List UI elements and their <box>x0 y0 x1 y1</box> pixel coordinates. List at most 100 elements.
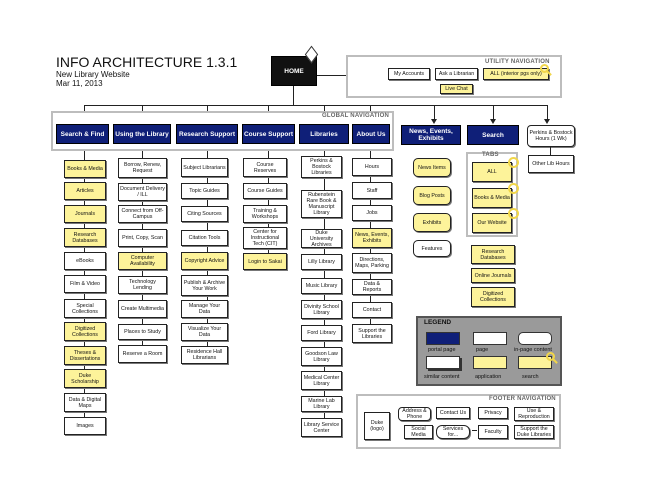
about-us-item[interactable]: Jobs <box>352 205 392 221</box>
libraries-item[interactable]: Goodson Law Library <box>301 347 342 366</box>
course-support-item[interactable]: Center for Instructional Tech (CIT) <box>243 227 287 249</box>
other-hours-box[interactable]: Other Lib Hours <box>528 155 574 173</box>
nav-libraries[interactable]: Libraries <box>299 124 349 144</box>
footer-logo[interactable]: Duke (logo) <box>364 412 390 440</box>
arrow-down-icon <box>490 119 496 124</box>
about-us-item[interactable]: Hours <box>352 158 392 176</box>
footer-navigation-panel <box>356 394 561 449</box>
using-library-item[interactable]: Places to Study <box>118 324 167 340</box>
research-support-item[interactable]: Publish & Archive Your Work <box>181 275 228 296</box>
libraries-item[interactable]: Perkins & Bostock Libraries <box>301 156 342 178</box>
home-right-line <box>317 75 346 76</box>
search-find-item[interactable]: Theses & Dissertations <box>64 346 106 365</box>
footer-item[interactable]: Address & Phone <box>398 407 431 421</box>
research-support-item[interactable]: Citation Tools <box>181 230 228 246</box>
using-library-item[interactable]: Connect from Off-Campus <box>118 205 167 223</box>
search-find-item[interactable]: Images <box>64 417 106 435</box>
search-find-item[interactable]: Articles <box>64 182 106 200</box>
hours-box[interactable]: Perkins & Bostock Hours (1 Wk) <box>527 125 575 147</box>
research-support-item[interactable]: Manage Your Data <box>181 300 228 318</box>
footer-item[interactable]: Use & Reproduction <box>514 407 554 421</box>
about-us-item[interactable]: Support the Libraries <box>352 324 392 343</box>
news-item[interactable]: News Items <box>413 158 451 177</box>
libraries-item[interactable]: Lilly Library <box>301 254 342 270</box>
libraries-item[interactable]: Marine Lab Library <box>301 396 342 412</box>
search-find-item[interactable]: Research Databases <box>64 228 106 247</box>
search-item[interactable]: Research Databases <box>471 245 515 264</box>
utility-item-live-chat[interactable]: Live Chat <box>440 84 473 94</box>
utility-item-ask-librarian[interactable]: Ask a Librarian <box>435 68 478 80</box>
about-us-item[interactable]: Staff <box>352 182 392 199</box>
search-icon <box>508 208 519 219</box>
tab-books-media[interactable]: Books & Media <box>472 188 512 208</box>
nav-research-support[interactable]: Research Support <box>176 124 238 144</box>
using-library-item[interactable]: Print, Copy, Scan <box>118 229 167 247</box>
research-support-item[interactable]: Visualize Your Data <box>181 323 228 341</box>
using-library-item[interactable]: Reserve a Room <box>118 345 167 363</box>
home-down-line <box>293 86 294 105</box>
news-item[interactable]: Features <box>413 240 451 257</box>
search-find-item[interactable]: Film & Video <box>64 275 106 293</box>
course-support-item[interactable]: Training & Workshops <box>243 205 287 223</box>
utility-item-my-accounts[interactable]: My Accounts <box>388 68 430 80</box>
legend-search-icon <box>546 352 555 361</box>
search-find-item[interactable]: Data & Digital Maps <box>64 393 106 412</box>
about-us-item[interactable]: News, Events, Exhibits <box>352 228 392 248</box>
search-item[interactable]: Online Journals <box>471 268 515 283</box>
news-item[interactable]: Exhibits <box>413 213 451 232</box>
arrow-down-icon <box>544 119 550 124</box>
footer-item[interactable]: Services for... <box>436 425 470 439</box>
research-support-item[interactable]: Residence Hall Librarians <box>181 346 228 364</box>
nav-search-find[interactable]: Search & Find <box>56 124 109 144</box>
search-icon <box>508 183 519 194</box>
course-support-item[interactable]: Course Guides <box>243 183 287 199</box>
nav-search[interactable]: Search <box>467 125 519 145</box>
libraries-item[interactable]: Rubenstein Rare Book & Manuscript Librar… <box>301 190 342 218</box>
footer-item[interactable]: Privacy <box>478 407 508 419</box>
libraries-item[interactable]: Medical Center Library <box>301 371 342 390</box>
nav-using-library[interactable]: Using the Library <box>113 124 171 144</box>
legend-panel <box>416 316 562 386</box>
legend-label: in-page content <box>514 347 552 353</box>
search-find-item[interactable]: Journals <box>64 205 106 223</box>
using-library-item[interactable]: Create Multimedia <box>118 300 167 318</box>
about-us-item[interactable]: Contact <box>352 302 392 318</box>
arrow-down-icon <box>431 119 437 124</box>
using-library-item[interactable]: Borrow, Renew, Request <box>118 158 167 178</box>
tab-all[interactable]: ALL <box>472 162 512 182</box>
using-library-item[interactable]: Computer Availability <box>118 252 167 270</box>
search-item[interactable]: Digitized Collections <box>471 287 515 307</box>
tab-our-website[interactable]: Our Website <box>472 213 512 233</box>
course-support-item[interactable]: Login to Sakai <box>243 253 287 270</box>
libraries-item[interactable]: Music Library <box>301 278 342 294</box>
nav-news-events[interactable]: News, Events, Exhibits <box>401 125 461 145</box>
using-library-item[interactable]: Technology Lending <box>118 276 167 294</box>
news-item[interactable]: Blog Posts <box>413 186 451 205</box>
footer-item[interactable]: Faculty <box>478 425 508 439</box>
search-find-item[interactable]: Books & Media <box>64 160 106 178</box>
search-find-item[interactable]: Digitized Collections <box>64 322 106 341</box>
libraries-item[interactable]: Ford Library <box>301 325 342 341</box>
research-support-item[interactable]: Subject Librarians <box>181 158 228 177</box>
about-us-item[interactable]: Directions, Maps, Parking <box>352 253 392 273</box>
research-support-item[interactable]: Citing Sources <box>181 206 228 222</box>
nav-course-support[interactable]: Course Support <box>242 124 295 144</box>
course-support-item[interactable]: Course Reserves <box>243 158 287 177</box>
research-support-item[interactable]: Copyright Advice <box>181 252 228 270</box>
using-library-item[interactable]: Document Delivery / ILL <box>118 183 167 201</box>
footer-item[interactable]: Social Media <box>404 425 433 439</box>
nav-about-us[interactable]: About Us <box>352 124 390 144</box>
footer-item[interactable]: Contact Us <box>436 407 470 419</box>
drop-line <box>268 105 269 116</box>
footer-item[interactable]: Support the Duke Libraries <box>514 425 554 439</box>
search-find-item[interactable]: Duke Scholarship <box>64 369 106 388</box>
research-support-item[interactable]: Topic Guides <box>181 183 228 199</box>
libraries-item[interactable]: Divinity School Library <box>301 300 342 319</box>
about-us-item[interactable]: Data & Reports <box>352 279 392 295</box>
libraries-item[interactable]: Library Service Center <box>301 418 342 437</box>
search-find-item[interactable]: Special Collections <box>64 299 106 318</box>
page-subtitle: New Library Website <box>56 70 130 79</box>
search-find-item[interactable]: eBooks <box>64 252 106 270</box>
utility-item-all[interactable]: ALL (interior pgs only) <box>483 68 549 80</box>
libraries-item[interactable]: Duke University Archives <box>301 229 342 248</box>
